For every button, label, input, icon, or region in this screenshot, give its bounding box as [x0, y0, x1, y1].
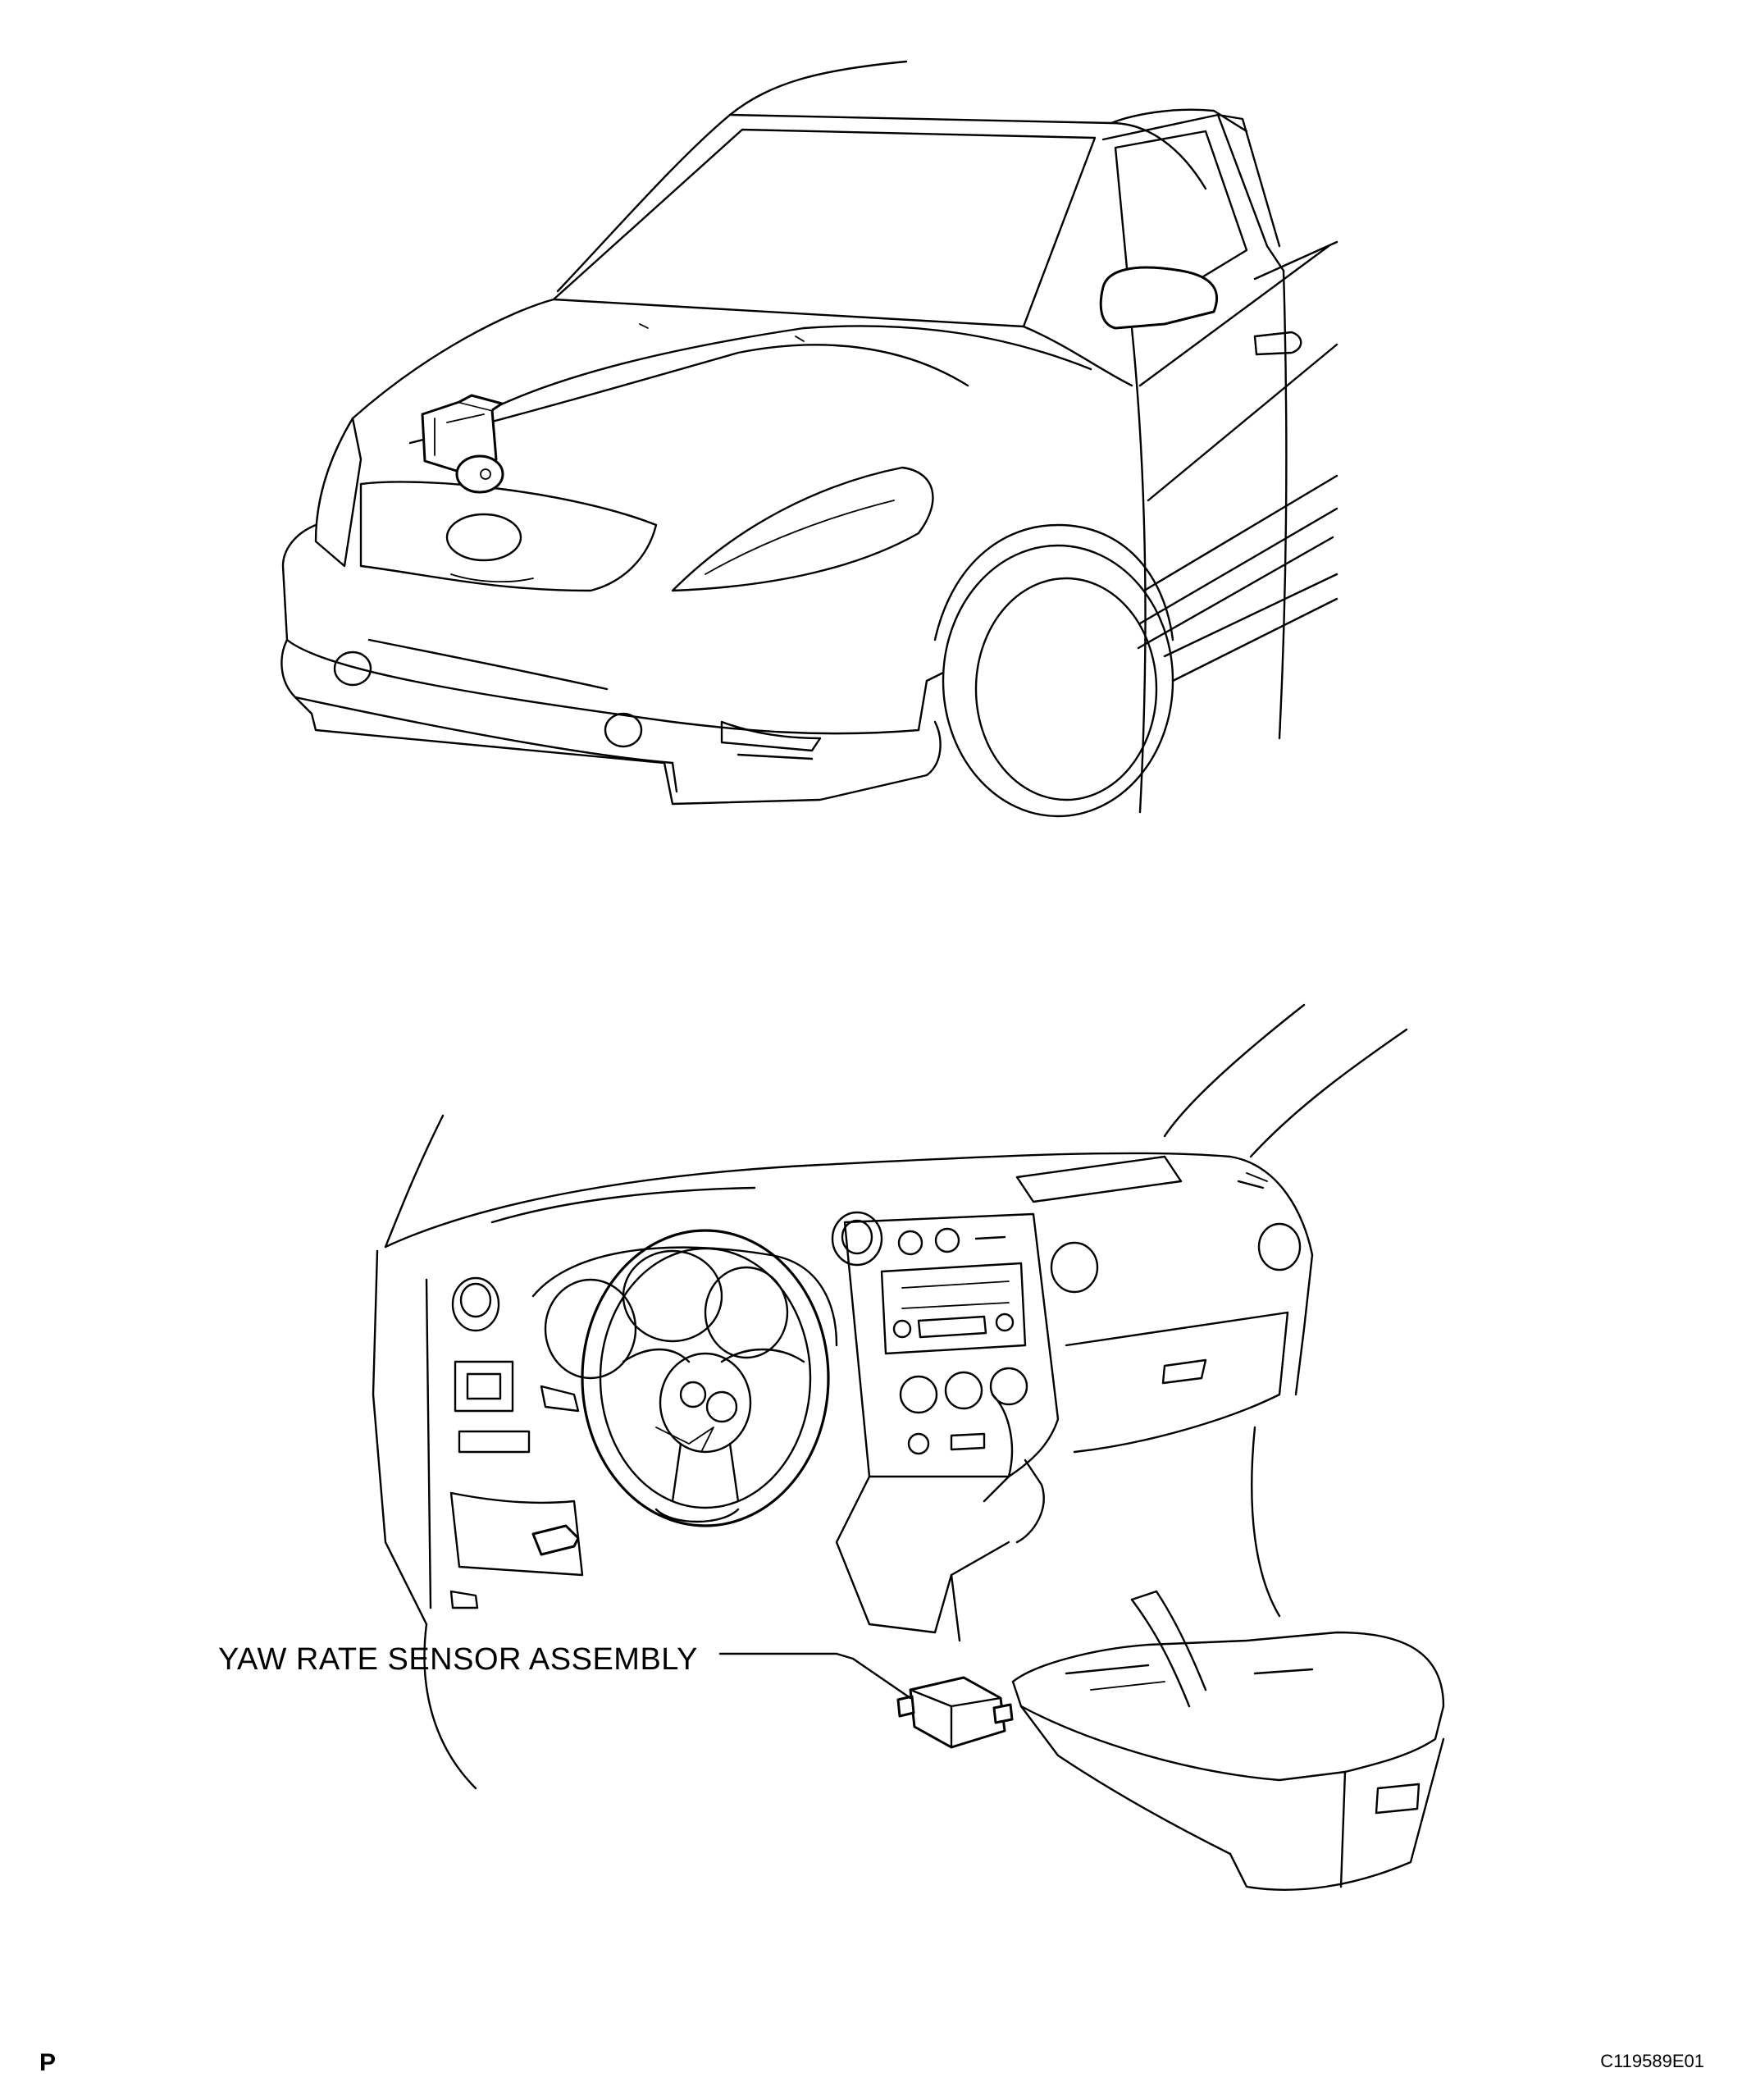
- figure-code: C119589E01: [1600, 2051, 1704, 2071]
- brake-actuator-part: [421, 394, 504, 494]
- page-marker: P: [39, 2049, 57, 2076]
- center-console-part: [1011, 1590, 1445, 1891]
- vehicle-exterior-illustration: [280, 60, 1338, 818]
- yaw-rate-sensor-part: [896, 1676, 1014, 1749]
- instrument-panel-illustration: [372, 1003, 1445, 1891]
- callout-leader-line: [718, 1652, 912, 1700]
- yaw-rate-sensor-callout-label: YAW RATE SENSOR ASSEMBLY: [218, 1642, 698, 1677]
